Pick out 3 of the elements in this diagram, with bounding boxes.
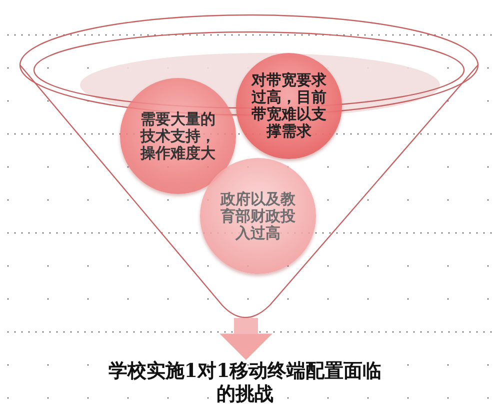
arrow xyxy=(220,318,272,360)
title-text: 学校实施1对1移动终端配置面临的挑战 xyxy=(100,360,390,406)
challenge-circle: 对带宽要求过高，目前带宽难以支撑需求 xyxy=(236,53,342,159)
